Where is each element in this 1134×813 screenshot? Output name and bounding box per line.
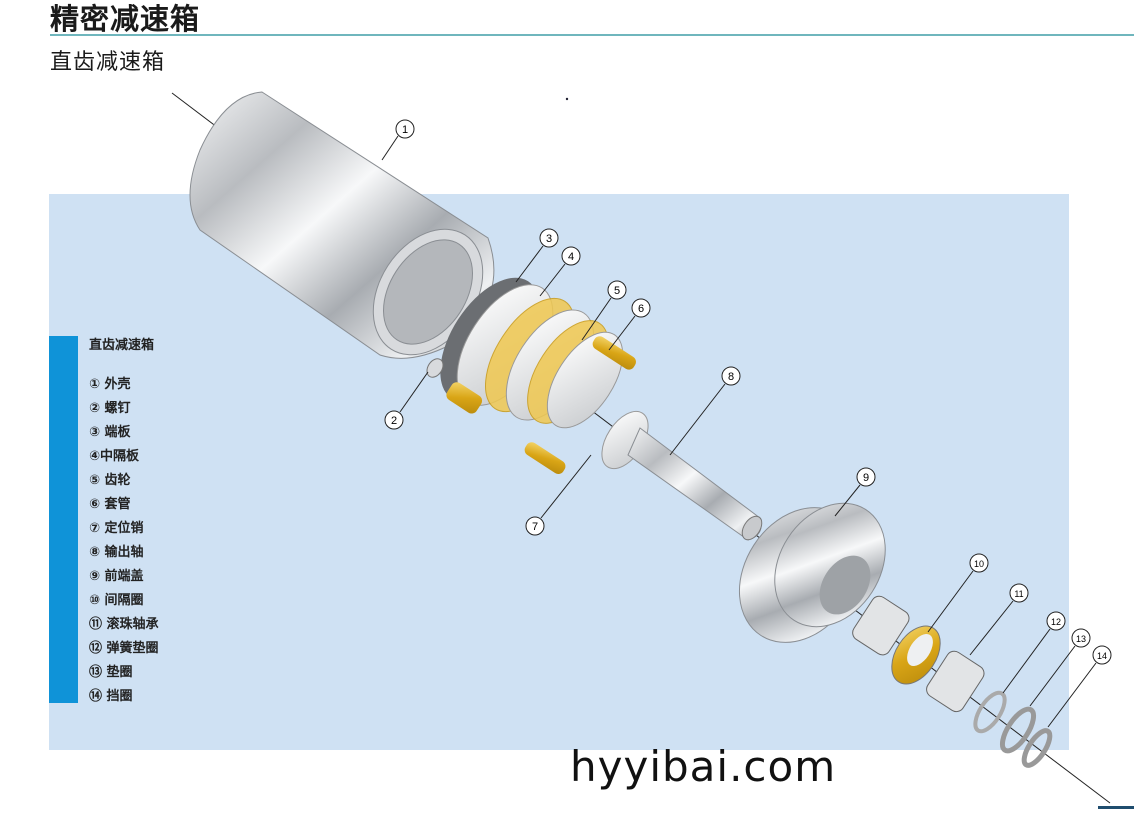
- callout-14: 14: [1047, 645, 1112, 728]
- svg-text:3: 3: [546, 233, 552, 245]
- callout-4: 4: [539, 246, 581, 297]
- housing-part: [189, 91, 495, 359]
- svg-text:14: 14: [1097, 651, 1107, 661]
- page-subtitle: 直齿减速箱: [50, 50, 166, 75]
- svg-text:11: 11: [1014, 589, 1023, 599]
- legend-accent-bar: [49, 336, 78, 703]
- watermark-text: hyyibai.com: [570, 742, 837, 791]
- callout-8: 8: [669, 366, 741, 456]
- callout-6: 6: [608, 298, 651, 351]
- title-divider: [50, 34, 1134, 36]
- legend-item: ⑨ 前端盖: [89, 569, 144, 584]
- legend-item: ① 外壳: [89, 377, 131, 392]
- svg-text:6: 6: [638, 303, 644, 315]
- svg-text:8: 8: [728, 371, 734, 383]
- svg-text:4: 4: [568, 251, 574, 263]
- svg-text:1: 1: [402, 124, 408, 136]
- callout-7: 7: [525, 454, 592, 536]
- svg-text:12: 12: [1051, 617, 1061, 627]
- svg-text:9: 9: [863, 472, 869, 484]
- bearings-and-spacer: [852, 595, 985, 713]
- callouts: 1 2 3 4 5 6 7 8 9 10 11 12 13 14: [381, 119, 1112, 728]
- svg-text:5: 5: [614, 285, 620, 297]
- svg-text:2: 2: [391, 415, 397, 427]
- legend-item: ⑪ 滚珠轴承: [89, 617, 159, 632]
- stray-dot: [565, 97, 569, 101]
- callout-11: 11: [969, 583, 1029, 656]
- legend-item: ⑬ 垫圈: [89, 665, 133, 680]
- page-title: 精密减速箱: [50, 2, 201, 36]
- legend-title: 直齿减速箱: [89, 338, 155, 353]
- output-shaft: [601, 410, 763, 541]
- legend-item: ⑤ 齿轮: [89, 473, 131, 488]
- legend-item: ③ 端板: [89, 425, 131, 440]
- legend-item: ⑦ 定位销: [89, 521, 144, 536]
- callout-1: 1: [381, 119, 415, 161]
- parts-legend: ① 外壳 ② 螺钉 ③ 端板 ④中隔板 ⑤ 齿轮 ⑥ 套管 ⑦ 定位销 ⑧ 输出…: [89, 376, 159, 712]
- legend-item: ⑩ 间隔圈: [89, 593, 144, 608]
- legend-item: ④中隔板: [89, 449, 140, 464]
- corner-divider: [1098, 806, 1134, 809]
- legend-item: ⑧ 输出轴: [89, 545, 144, 560]
- front-cover: [738, 502, 886, 643]
- legend-item: ⑫ 弹簧垫圈: [89, 641, 159, 656]
- svg-text:13: 13: [1076, 634, 1086, 644]
- legend-item: ⑥ 套管: [89, 497, 131, 512]
- svg-text:10: 10: [974, 559, 984, 569]
- gear-stack: [426, 277, 636, 474]
- callout-9: 9: [834, 467, 876, 517]
- washers: [973, 690, 1053, 768]
- callout-10: 10: [927, 553, 989, 633]
- legend-item: ② 螺钉: [89, 401, 131, 416]
- svg-text:7: 7: [532, 521, 538, 533]
- callout-3: 3: [515, 228, 559, 283]
- callout-5: 5: [581, 280, 627, 341]
- callout-13: 13: [1029, 628, 1091, 707]
- legend-item: ⑭ 挡圈: [89, 689, 133, 704]
- callout-12: 12: [1002, 611, 1066, 694]
- callout-2: 2: [384, 371, 429, 430]
